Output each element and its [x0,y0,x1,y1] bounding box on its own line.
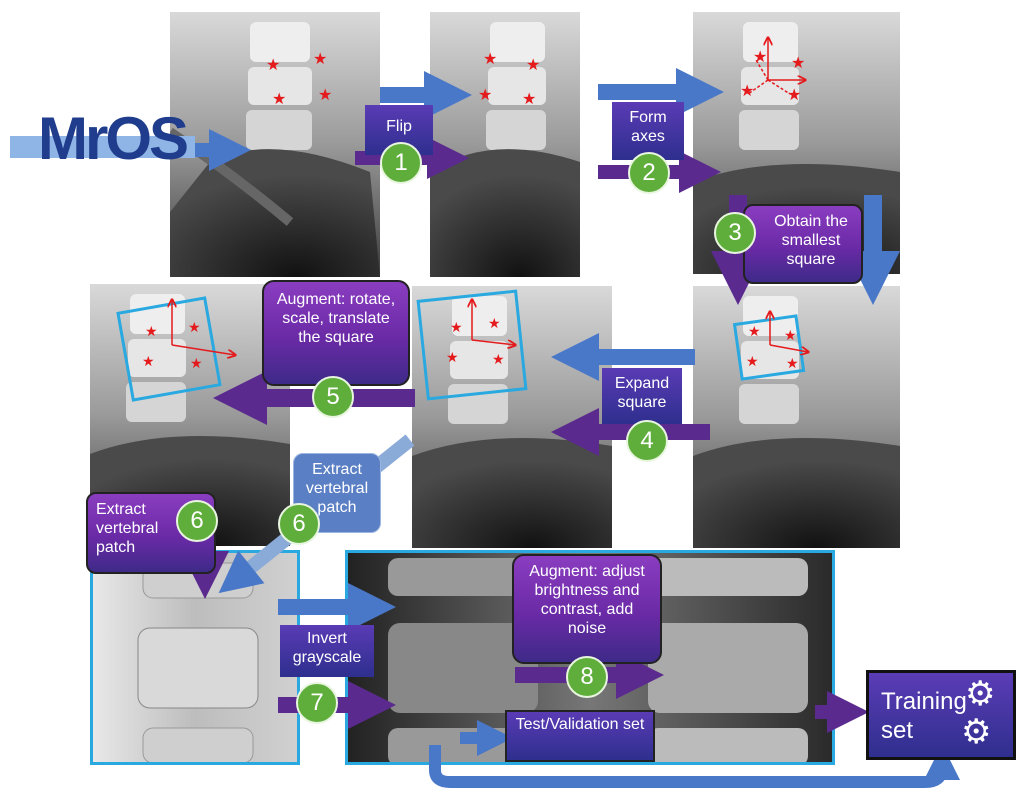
step-invert-label: Invert grayscale [286,629,368,667]
svg-text:★: ★ [526,55,540,74]
svg-text:★: ★ [492,352,505,368]
svg-text:★: ★ [753,47,767,66]
step-square-label: Obtain the smallest square [771,212,851,269]
svg-text:★: ★ [488,316,501,332]
star-icon: ★ ★ ★ ★ ★ ★ ★ ★ ★ ★ ★ ★ [266,47,805,108]
svg-text:★: ★ [746,354,759,370]
step-expand-label: Expand square [608,374,676,412]
svg-text:★: ★ [145,324,158,340]
svg-text:★: ★ [190,356,203,372]
step-noise-label: Augment: adjust brightness and contrast,… [522,562,652,638]
svg-text:★: ★ [446,350,459,366]
gear-icon: ⚙ [961,715,991,749]
step-augment-label: Augment: rotate, scale, translate the sq… [274,290,398,347]
step-axes-label: Form axes [620,108,676,146]
step-6a-badge: 6 [176,500,218,542]
svg-text:★: ★ [313,49,327,68]
step-2-badge: 2 [628,152,670,194]
step-3-badge: 3 [714,212,756,254]
svg-text:★: ★ [478,85,492,104]
step-6b-badge: 6 [278,503,320,545]
svg-text:★: ★ [522,89,536,108]
svg-text:★: ★ [740,81,754,100]
training-set-label: Training set [881,687,953,745]
step-noise-box: Augment: adjust brightness and contrast,… [512,554,662,664]
svg-text:★: ★ [791,53,805,72]
svg-text:★: ★ [786,356,799,372]
svg-text:★: ★ [787,85,801,104]
svg-text:★: ★ [748,324,761,340]
step-square-box: Obtain the smallest square [743,204,863,284]
step-5-badge: 5 [312,376,354,418]
logo-text: MrOS [38,104,186,173]
svg-text:★: ★ [142,354,155,370]
svg-text:★: ★ [483,49,497,68]
svg-text:★: ★ [266,55,280,74]
augmented-square [118,298,220,400]
mros-logo: MrOS [10,108,200,168]
step-8-badge: 8 [566,656,608,698]
test-validation-label: Test/Validation set [516,715,645,734]
step-4-badge: 4 [626,420,668,462]
step-1-badge: 1 [380,142,422,184]
svg-text:★: ★ [272,89,286,108]
svg-text:★: ★ [450,320,463,336]
step-7-badge: 7 [296,682,338,724]
step-expand-box: Expand square [602,368,682,424]
test-validation-set-box: Test/Validation set [505,710,655,762]
training-set-box: Training set ⚙ ⚙ [866,670,1016,760]
step-extract-purple-label: Extract vertebral patch [96,500,168,557]
step-flip-label: Flip [386,117,412,136]
svg-text:★: ★ [784,328,797,344]
svg-text:★: ★ [188,320,201,336]
step-augment-box: Augment: rotate, scale, translate the sq… [262,280,410,386]
step-invert-box: Invert grayscale [280,625,374,677]
gear-icon: ⚙ [965,677,995,711]
svg-text:★: ★ [318,85,332,104]
